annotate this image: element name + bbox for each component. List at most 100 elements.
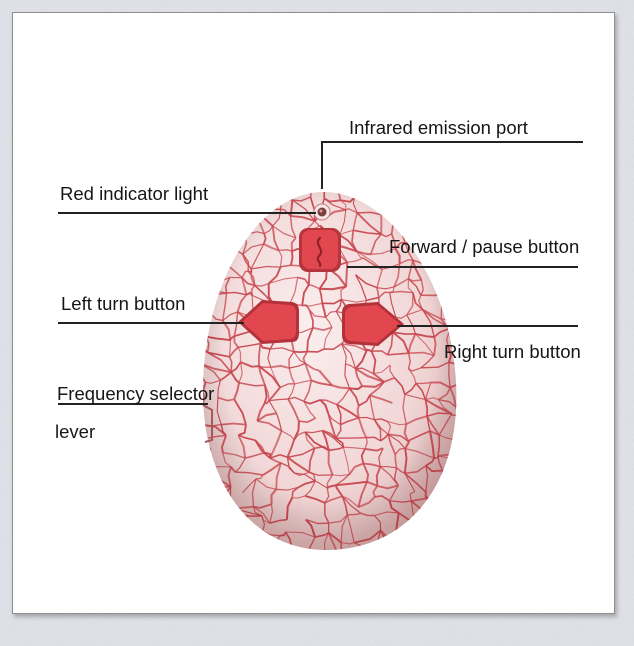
crack-line [185, 330, 188, 345]
crack-line [459, 261, 465, 277]
crack-line [339, 549, 367, 551]
crack-line [405, 536, 430, 551]
label-forward-pause-button: Forward / pause button [389, 236, 580, 257]
crack-line [407, 191, 419, 196]
crack-line [203, 448, 212, 455]
crack-line [454, 191, 457, 214]
crack-line [461, 538, 467, 547]
crack-line [442, 485, 453, 499]
crack-line [442, 464, 457, 472]
right-turn-button[interactable] [342, 302, 404, 346]
crack-line [420, 535, 431, 551]
crack-line [291, 546, 309, 551]
crack-line [185, 345, 189, 364]
crack-line [203, 297, 213, 316]
crack-line [204, 491, 208, 498]
crack-line [242, 191, 246, 199]
crack-line [203, 448, 212, 471]
crack-line [186, 474, 192, 488]
crack-line [289, 175, 316, 184]
crack-line [380, 210, 391, 216]
crack-line [203, 470, 206, 493]
crack-line [203, 431, 204, 441]
crack-line [203, 548, 207, 551]
crack-line [407, 212, 423, 217]
ir-emission-port [313, 203, 331, 221]
crack-line [203, 469, 204, 475]
crack-line [427, 191, 431, 197]
crack-line [417, 193, 431, 198]
crack-line [365, 175, 383, 176]
crack-line [427, 191, 440, 193]
crack-line [420, 535, 446, 551]
crack-line [186, 518, 188, 532]
crack-line [465, 454, 466, 466]
crack-line [203, 261, 209, 286]
crack-line [450, 327, 457, 336]
crack-line [440, 497, 453, 526]
crack-line [203, 524, 212, 535]
leader-left-turn [58, 322, 244, 324]
crack-line [193, 299, 195, 316]
crack-line [243, 191, 256, 200]
crack-line [271, 191, 283, 195]
crack-line [190, 263, 196, 284]
crack-line [422, 206, 449, 215]
leader-infrared-vertical [321, 141, 323, 189]
crack-line [404, 537, 408, 551]
crack-line [260, 546, 274, 551]
crack-line [251, 192, 258, 212]
forward-pause-button[interactable] [299, 228, 341, 272]
crack-line [187, 245, 190, 263]
crack-line [273, 176, 289, 185]
crack-line [221, 191, 226, 209]
crack-line [187, 230, 192, 245]
crack-line [212, 258, 222, 264]
crack-line [226, 223, 246, 236]
crack-line [203, 497, 209, 526]
crack-line [376, 556, 399, 560]
crack-line [260, 530, 264, 551]
crack-line [217, 174, 245, 182]
crack-line [405, 534, 421, 539]
crack-line [220, 554, 239, 558]
crack-line [460, 525, 467, 539]
crack-line [220, 247, 231, 260]
crack-line [399, 552, 406, 557]
crack-line [203, 243, 212, 251]
crack-line [450, 537, 457, 541]
crack-line [308, 558, 325, 559]
crack-line [443, 284, 449, 293]
crack-line [209, 223, 228, 229]
crack-line [203, 205, 226, 211]
crack-line [203, 282, 208, 286]
crack-line [390, 211, 409, 217]
crack-line [186, 518, 202, 526]
crack-line [450, 225, 457, 232]
crack-line [211, 249, 222, 260]
crack-line [206, 547, 221, 551]
crack-line [254, 191, 283, 198]
crack-line [370, 191, 384, 199]
crack-line [207, 224, 213, 251]
crack-line [203, 524, 218, 533]
crack-line [444, 546, 457, 551]
left-turn-button[interactable] [238, 300, 299, 344]
leader-right-turn [397, 325, 578, 327]
crack-line [203, 329, 207, 338]
crack-line [206, 262, 214, 286]
crack-line [465, 363, 469, 383]
crack-line [203, 412, 204, 426]
crack-line [459, 504, 463, 525]
crack-line [420, 523, 432, 537]
crack-line [442, 480, 457, 487]
crack-line [407, 552, 430, 559]
crack-line [433, 226, 452, 235]
crack-line [364, 191, 372, 199]
crack-line [243, 215, 248, 235]
crack-line [217, 531, 244, 542]
crack-line [224, 207, 228, 225]
crack-line [189, 433, 196, 454]
crack-line [245, 181, 264, 185]
crack-line [394, 536, 407, 543]
